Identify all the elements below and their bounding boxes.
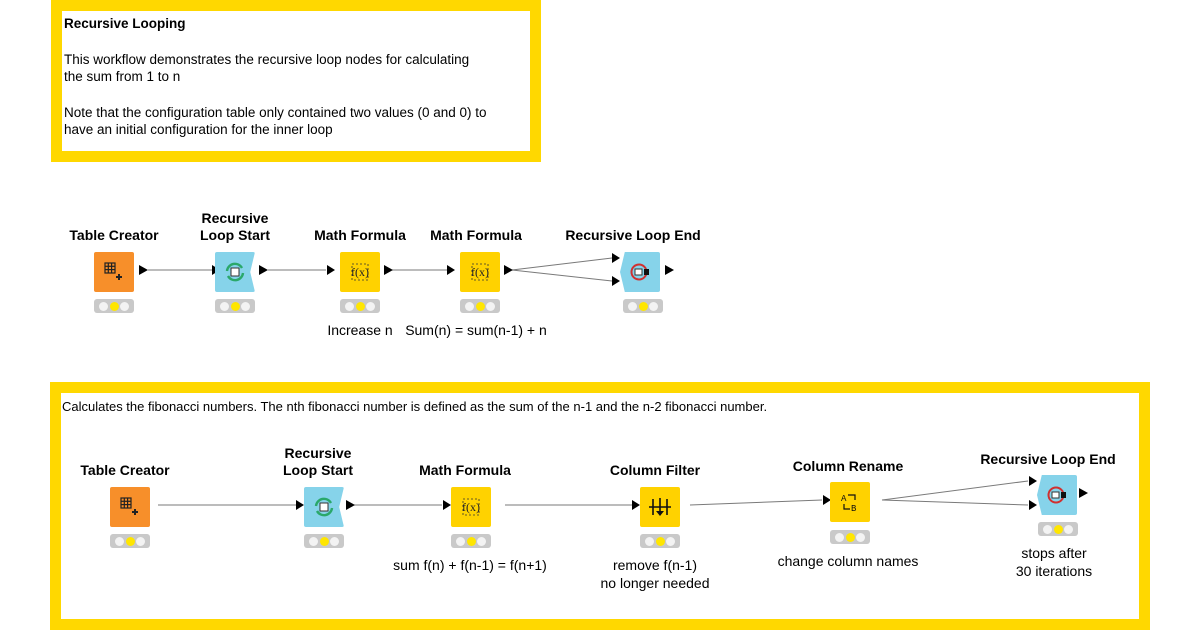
loop-start-icon [225,262,245,282]
input-port[interactable] [327,265,335,275]
node-status-lights [110,534,150,548]
node-comment: Increase n [327,322,393,338]
node-status-lights [94,299,134,313]
function-fx-icon: f(x) [351,263,369,281]
node-body[interactable] [460,252,500,292]
node-label: Math Formula [419,462,511,478]
node-recursive-loop-end[interactable]: Recursive Loop End [553,210,713,330]
input-port[interactable] [612,253,620,263]
output-port[interactable] [504,265,513,275]
node-body[interactable] [110,487,150,527]
node-label: Loop Start [200,227,270,243]
node-recursive-loop-start[interactable]: Recursive Loop Start [238,445,398,565]
node-label: Recursive [284,445,352,461]
node-body[interactable] [830,482,870,522]
node-comment: change column names [777,553,919,569]
output-port[interactable] [139,265,148,275]
node-status-lights [1038,522,1078,536]
node-recursive-loop-start[interactable]: Recursive Loop Start [155,210,315,330]
node-math-formula-sum[interactable]: Math Formula f(x) Sum(n) = sum(n-1) + n [396,210,556,338]
node-comment: stops after [1021,545,1087,561]
node-label: Math Formula [314,227,406,243]
node-math-formula-fibonacci[interactable]: Math Formula f(x) sum f(n) + f(n-1) = f(… [385,445,547,573]
output-port[interactable] [1079,488,1088,498]
annotation-recursive-looping[interactable]: Recursive Looping This workflow demonstr… [51,0,541,162]
svg-text:A: A [841,494,847,504]
node-status-lights [623,299,663,313]
svg-text:f(x): f(x) [462,500,480,514]
loop-start-icon [314,497,334,517]
input-port[interactable] [447,265,455,275]
output-port[interactable] [259,265,268,275]
node-body[interactable] [340,252,380,292]
loop-end-icon [630,263,649,281]
node-comment: no longer needed [600,575,710,591]
column-filter-icon [649,498,671,516]
input-port[interactable] [632,500,640,510]
node-table-creator[interactable]: Table Creator [45,445,205,565]
annotation-title: Recursive Looping [64,16,186,31]
node-column-rename[interactable]: Column Rename A B change column names [768,440,928,569]
column-rename-icon: A B [841,494,857,514]
node-comment: sum f(n) + f(n-1) = f(n+1) [393,557,547,573]
node-comment: 30 iterations [1015,563,1093,579]
annotation-text: Calculates the fibonacci numbers. The nt… [62,399,768,414]
node-status-lights [460,299,500,313]
node-label: Recursive Loop End [980,451,1116,467]
node-table-creator[interactable]: Table Creator [34,210,194,330]
annotation-line: This workflow demonstrates the recursive… [64,52,470,67]
node-body[interactable] [451,487,491,527]
node-comment: remove f(n-1) [612,557,698,573]
node-recursive-loop-end[interactable]: Recursive Loop End stops after 30 iterat… [968,435,1128,579]
node-comment: Sum(n) = sum(n-1) + n [405,322,547,338]
node-status-lights [215,299,255,313]
node-label: Table Creator [80,462,170,478]
table-grid-icon [120,497,138,515]
node-label: Loop Start [283,462,353,478]
input-port[interactable] [1029,476,1037,486]
function-fx-icon: f(x) [471,263,489,281]
input-port[interactable] [443,500,451,510]
input-port[interactable] [823,495,831,505]
node-math-formula-increase[interactable]: Math Formula f(x) Increase n [280,210,440,338]
annotation-line: have an initial configuration for the in… [64,122,333,137]
node-column-filter[interactable]: Column Filter remove f(n-1) no longer ne… [575,445,735,591]
input-port[interactable] [1029,500,1037,510]
output-port[interactable] [665,265,674,275]
node-status-lights [340,299,380,313]
input-port[interactable] [612,276,620,286]
node-label: Recursive [201,210,269,226]
input-port[interactable] [296,500,304,510]
output-port[interactable] [346,500,355,510]
node-status-lights [640,534,680,548]
annotation-line: Note that the configuration table only c… [64,105,487,120]
node-body[interactable] [94,252,134,292]
node-status-lights [830,530,870,544]
node-label: Column Filter [609,462,701,478]
annotation-line: the sum from 1 to n [64,69,181,84]
svg-text:f(x): f(x) [471,265,489,279]
table-grid-icon [104,262,122,280]
node-status-lights [451,534,491,548]
node-label: Recursive Loop End [565,227,701,243]
node-label: Column Rename [792,458,904,474]
svg-text:B: B [851,504,857,514]
annotation-fibonacci[interactable]: Calculates the fibonacci numbers. The nt… [50,382,1150,630]
node-label: Table Creator [69,227,159,243]
loop-end-icon [1047,486,1066,504]
node-status-lights [304,534,344,548]
svg-text:f(x): f(x) [351,265,369,279]
node-label: Math Formula [430,227,522,243]
output-port[interactable] [384,265,393,275]
function-fx-icon: f(x) [462,498,480,516]
